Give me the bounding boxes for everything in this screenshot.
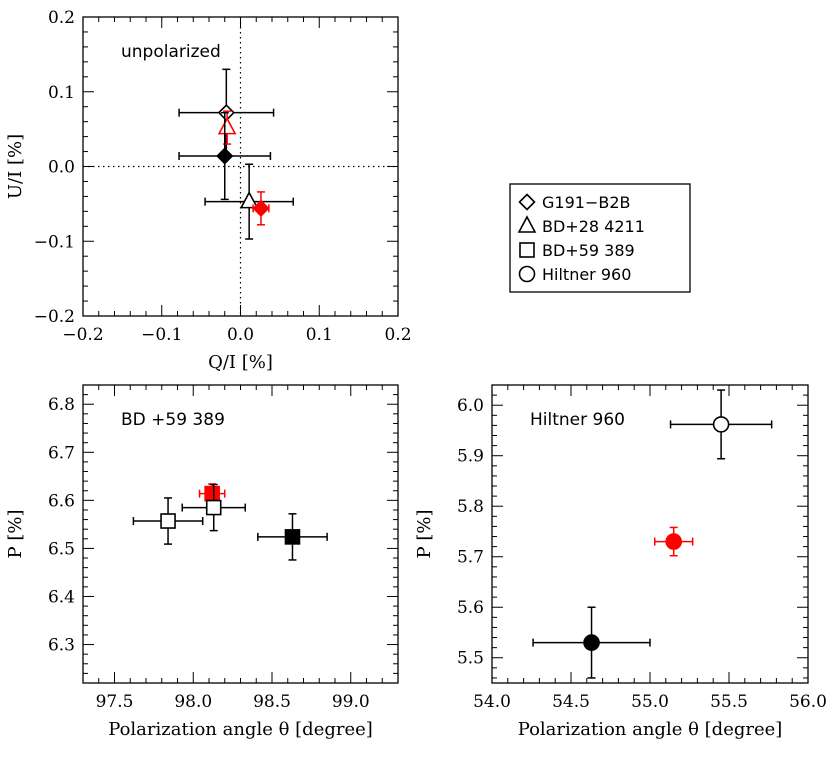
y-tick-label: −0.1 — [34, 232, 75, 252]
panel-bd59-389: 97.5 98.0 98.5 99.0 6.3 6.4 6.5 6.6 6.7 6.8Polari… — [5, 384, 399, 740]
data-point — [532, 606, 651, 679]
y-tick-label: 6.3 — [48, 636, 75, 656]
data-point — [653, 526, 694, 557]
y-tick-label: 6.8 — [48, 395, 75, 415]
panel-annotation: Hiltner 960 — [530, 410, 625, 430]
y-tick-label: 0.0 — [48, 158, 75, 178]
marker-triangle — [239, 190, 259, 209]
legend-label: G191−B2B — [542, 193, 630, 212]
legend-marker-triangle — [517, 215, 537, 233]
data-point — [252, 191, 270, 226]
x-tick-label: 0.0 — [227, 325, 254, 345]
x-tick-label: 56.0 — [789, 692, 827, 712]
x-tick-label: 0.2 — [384, 325, 411, 345]
x-tick-label: −0.1 — [141, 325, 182, 345]
marker-square — [204, 485, 220, 502]
x-tick-label: 55.5 — [710, 692, 748, 712]
legend-box — [509, 183, 691, 293]
y-tick-label: 0.1 — [48, 83, 75, 103]
data-point — [181, 483, 246, 532]
x-tick-label: 55.0 — [631, 692, 669, 712]
marker-square — [284, 529, 301, 545]
y-tick-label: −0.2 — [34, 307, 75, 327]
data-point — [132, 497, 204, 545]
x-tick-label: 54.5 — [552, 692, 590, 712]
legend-marker-circle — [518, 265, 536, 283]
marker-diamond — [216, 147, 234, 165]
y-axis-label: U/I [%] — [5, 134, 26, 199]
marker-circle — [712, 416, 730, 433]
x-tick-label: 98.5 — [253, 692, 291, 712]
x-tick-label: 98.0 — [174, 692, 212, 712]
legend-marker-diamond — [518, 193, 536, 211]
y-tick-label: 5.5 — [457, 649, 484, 669]
marker-diamond — [252, 199, 270, 217]
panel-stokes-qu: −0.2 −0.1 0.0 0.1 0.2 −0.2 −0.1 0.0 0.1 0.2Q/I [%… — [5, 8, 412, 373]
y-tick-label: 6.7 — [48, 443, 75, 463]
y-tick-label: 0.2 — [48, 8, 75, 28]
panel-annotation: BD +59 389 — [121, 410, 225, 430]
panel-annotation: unpolarized — [121, 42, 221, 62]
data-point — [178, 111, 272, 201]
y-tick-label: 6.4 — [48, 587, 75, 607]
y-tick-label: 5.6 — [457, 598, 484, 618]
data-point — [669, 389, 773, 460]
marker-square — [205, 499, 222, 516]
panel-hiltner-960: 54.0 54.5 55.0 55.5 56.0 5.5 5.6 5.7 5.8 5.9 6.0Po… — [414, 384, 827, 740]
legend-label: Hiltner 960 — [542, 265, 631, 284]
y-tick-label: 6.6 — [48, 491, 75, 511]
y-tick-label: 6.5 — [48, 539, 75, 559]
data-point — [257, 513, 328, 561]
legend-label: BD+59 389 — [542, 241, 635, 260]
legend-label: BD+28 4211 — [542, 217, 645, 236]
marker-circle — [665, 533, 683, 550]
marker-triangle — [217, 116, 237, 135]
y-axis-label: P [%] — [5, 510, 26, 559]
x-tick-label: 99.0 — [332, 692, 370, 712]
marker-circle — [583, 634, 600, 651]
x-axis-label: Polarization angle θ [degree] — [518, 719, 783, 740]
x-tick-label: 97.5 — [96, 692, 134, 712]
data-point — [204, 163, 295, 240]
y-tick-label: 6.0 — [457, 396, 484, 416]
x-axis-label: Polarization angle θ [degree] — [108, 719, 373, 740]
y-tick-label: 5.7 — [457, 548, 484, 568]
y-axis-label: P [%] — [414, 510, 435, 559]
x-tick-label: −0.2 — [62, 325, 103, 345]
y-tick-label: 5.8 — [457, 497, 484, 517]
legend-marker-square — [519, 242, 535, 258]
data-point — [217, 110, 237, 145]
x-axis-label: Q/I [%] — [208, 352, 273, 373]
marker-square — [160, 513, 176, 529]
x-tick-label: 0.1 — [306, 325, 333, 345]
y-tick-label: 5.9 — [457, 447, 484, 467]
x-tick-label: 54.0 — [473, 692, 511, 712]
